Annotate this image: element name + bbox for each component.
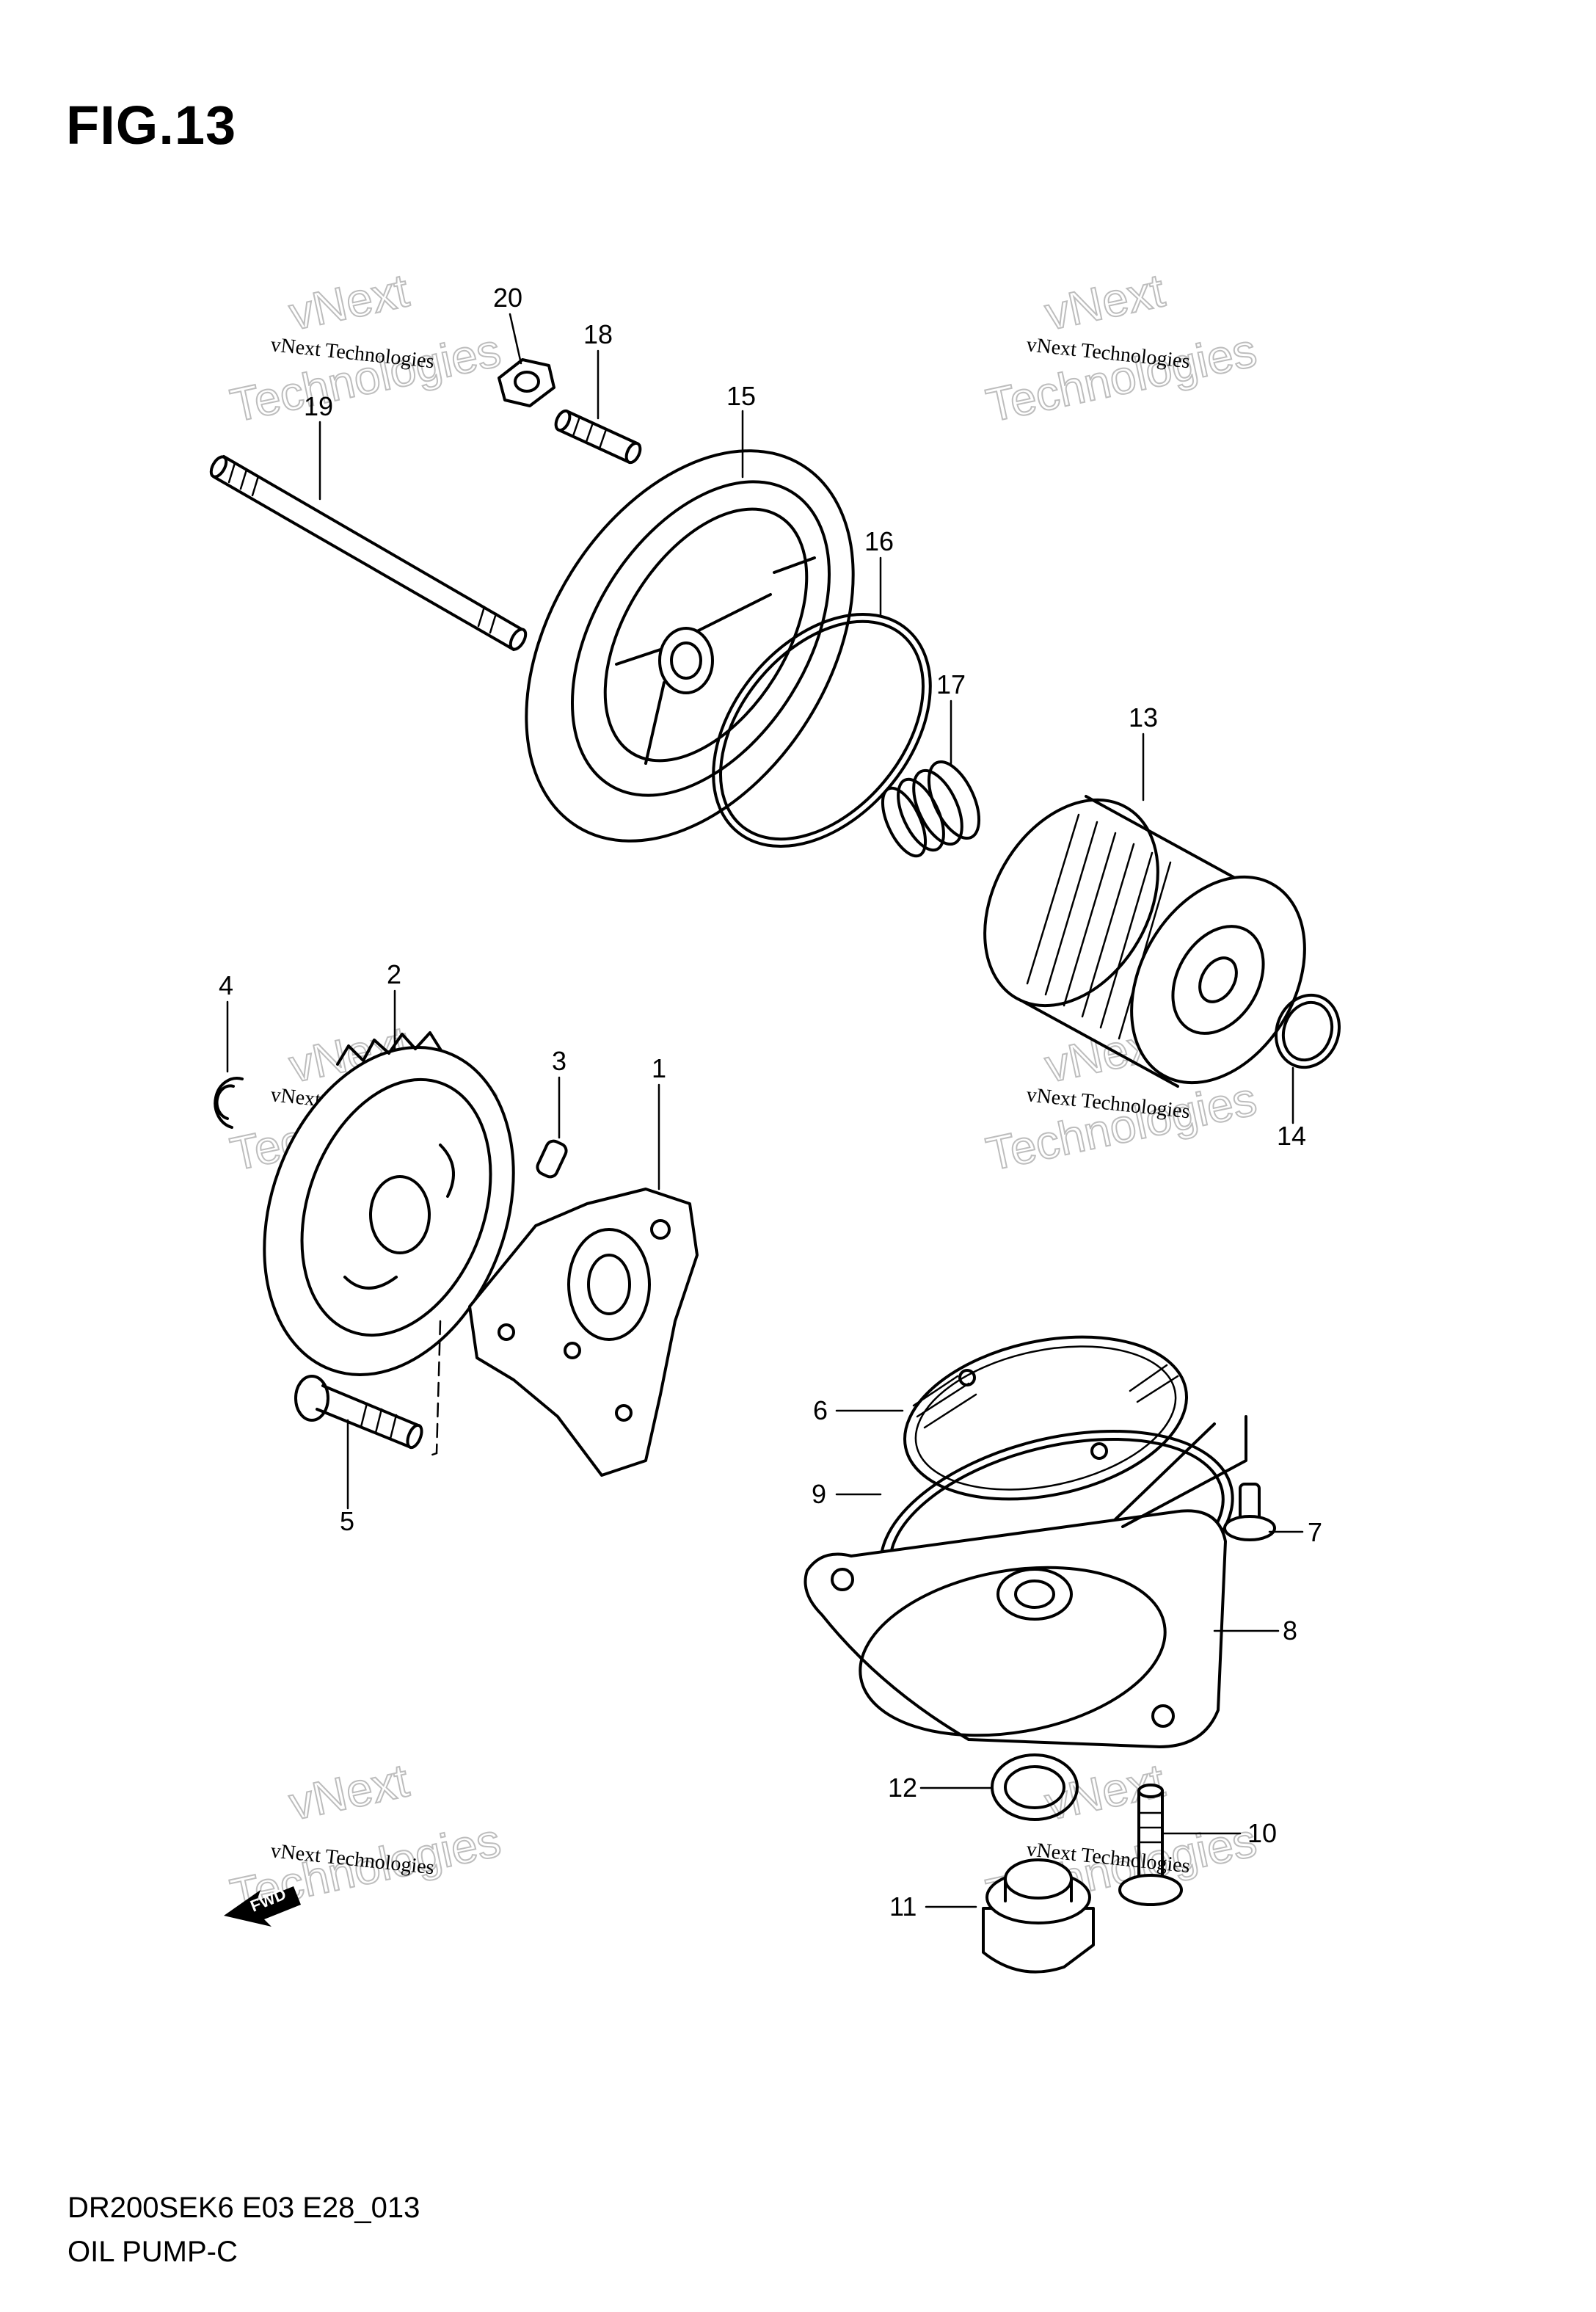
svg-text:vNext: vNext [285,1753,413,1830]
callout-7: 7 [1308,1517,1322,1547]
figure-title: FIG.13 [66,95,237,156]
svg-text:vNext: vNext [1041,263,1169,340]
watermark-top-right: vNext Technologies vNext Technologies [981,263,1261,432]
callout-20: 20 [493,283,522,313]
svg-text:vNext: vNext [285,263,413,340]
part-14-o-ring [1274,993,1341,1069]
part-3-pin [536,1139,568,1179]
callout-11: 11 [889,1891,917,1922]
part-7-bolt [1223,1483,1276,1541]
assembly-guide-line-7b [1114,1422,1216,1521]
diagram-code: DR200SEK6 E03 E28_013 [68,2192,420,2224]
assembly-guide-line-5 [424,1320,442,1458]
callout-3: 3 [552,1046,566,1076]
callout-9: 9 [812,1479,826,1509]
part-13-oil-filter [983,795,1306,1088]
part-2-driven-gear [263,1031,515,1376]
callout-15: 15 [726,381,756,411]
part-10-bolt [1118,1784,1183,1906]
part-8-strainer-cap [804,1509,1227,1748]
part-15-filter-cap [525,449,855,843]
callout-17: 17 [936,669,966,699]
diagram-name: OIL PUMP-C [68,2236,238,2268]
callout-2: 2 [387,959,401,989]
part-5-screw [294,1375,423,1450]
callout-16: 16 [864,526,894,556]
assembly-guide-line-7 [1121,1415,1247,1528]
part-19-long-stud [209,455,528,651]
part-16-o-ring [712,613,932,848]
callout-1: 1 [652,1053,666,1083]
part-6-oil-strainer [903,1335,1188,1501]
part-20-nut [498,358,555,407]
callout-6: 6 [813,1395,828,1425]
part-18-short-stud [554,409,642,465]
callout-8: 8 [1283,1615,1297,1646]
svg-text:Technologies: Technologies [982,324,1261,432]
svg-text:Technologies: Technologies [982,1072,1261,1181]
part-1-oil-pump [468,1188,699,1477]
callout-4: 4 [219,970,233,1000]
callout-numbers: 20 18 19 15 16 17 13 14 4 2 3 1 5 6 9 7 … [219,283,1322,1922]
callout-5: 5 [340,1506,354,1536]
callout-12: 12 [888,1773,917,1803]
part-12-washer [991,1753,1079,1821]
callout-leaders [226,313,1304,1908]
callout-19: 19 [304,391,333,421]
watermark-top-left: vNext Technologies vNext Technologies [225,263,506,432]
part-17-spring [881,760,981,858]
callout-13: 13 [1129,702,1158,733]
callout-14: 14 [1277,1121,1306,1151]
callout-10: 10 [1247,1818,1277,1848]
svg-text:Technologies: Technologies [226,324,505,432]
callout-18: 18 [583,319,613,349]
part-4-circlip [214,1077,244,1129]
part-11-drain-plug [982,1858,1095,1974]
